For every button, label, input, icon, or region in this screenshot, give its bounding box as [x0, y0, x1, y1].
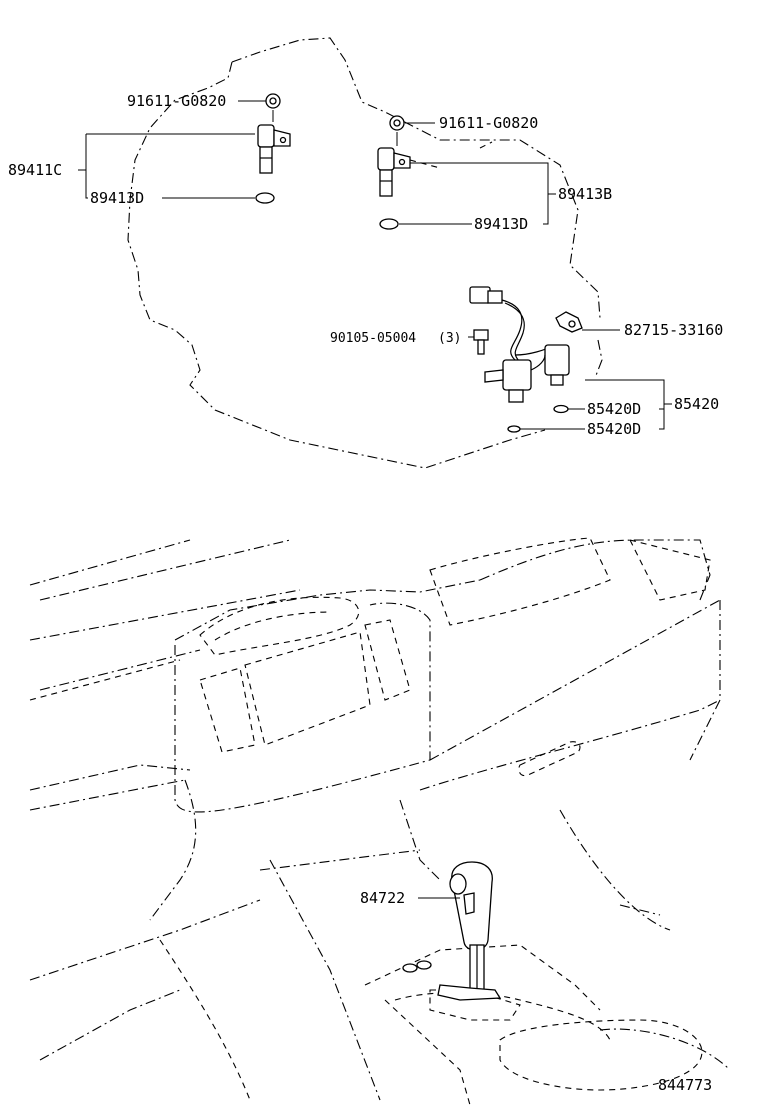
callout-solenoid-assy: 85420 [674, 395, 719, 413]
oring-solenoid-part [507, 404, 569, 433]
bolt-solenoid-part [473, 329, 489, 355]
callout-clamp: 82715-33160 [624, 321, 723, 339]
callout-oring-solenoid-1: 85420D [587, 400, 641, 418]
oring-left-part [255, 192, 275, 204]
callout-bolt-right: 91611-G0820 [439, 114, 538, 132]
callout-shift-knob: 84722 [360, 889, 405, 907]
callout-oring-solenoid-2: 85420D [587, 420, 641, 438]
bolt-left-part [265, 93, 281, 109]
connector-part [469, 286, 556, 363]
clamp-part [555, 311, 583, 333]
illustration-number: 844773 [658, 1076, 712, 1094]
callout-sensor-right: 89413B [558, 185, 612, 203]
callout-sensor-assy-left: 89411C [8, 161, 62, 179]
callout-bolt-left: 91611-G0820 [127, 92, 226, 110]
dashboard-outline [29, 537, 731, 1106]
bolt-right-part [389, 115, 405, 131]
shift-knob-part [402, 861, 502, 1001]
callout-bolt-solenoid-qty: (3) [438, 331, 461, 346]
speed-sensor-left-part [257, 124, 291, 174]
speed-sensor-right-part [377, 147, 411, 197]
solenoid-valve-part [484, 344, 570, 403]
transmission-outline [127, 37, 603, 469]
callout-oring-left: 89413D [90, 189, 144, 207]
callout-oring-right: 89413D [474, 215, 528, 233]
oring-right-part [379, 218, 399, 230]
callout-bolt-solenoid: 90105-05004 [330, 331, 416, 346]
